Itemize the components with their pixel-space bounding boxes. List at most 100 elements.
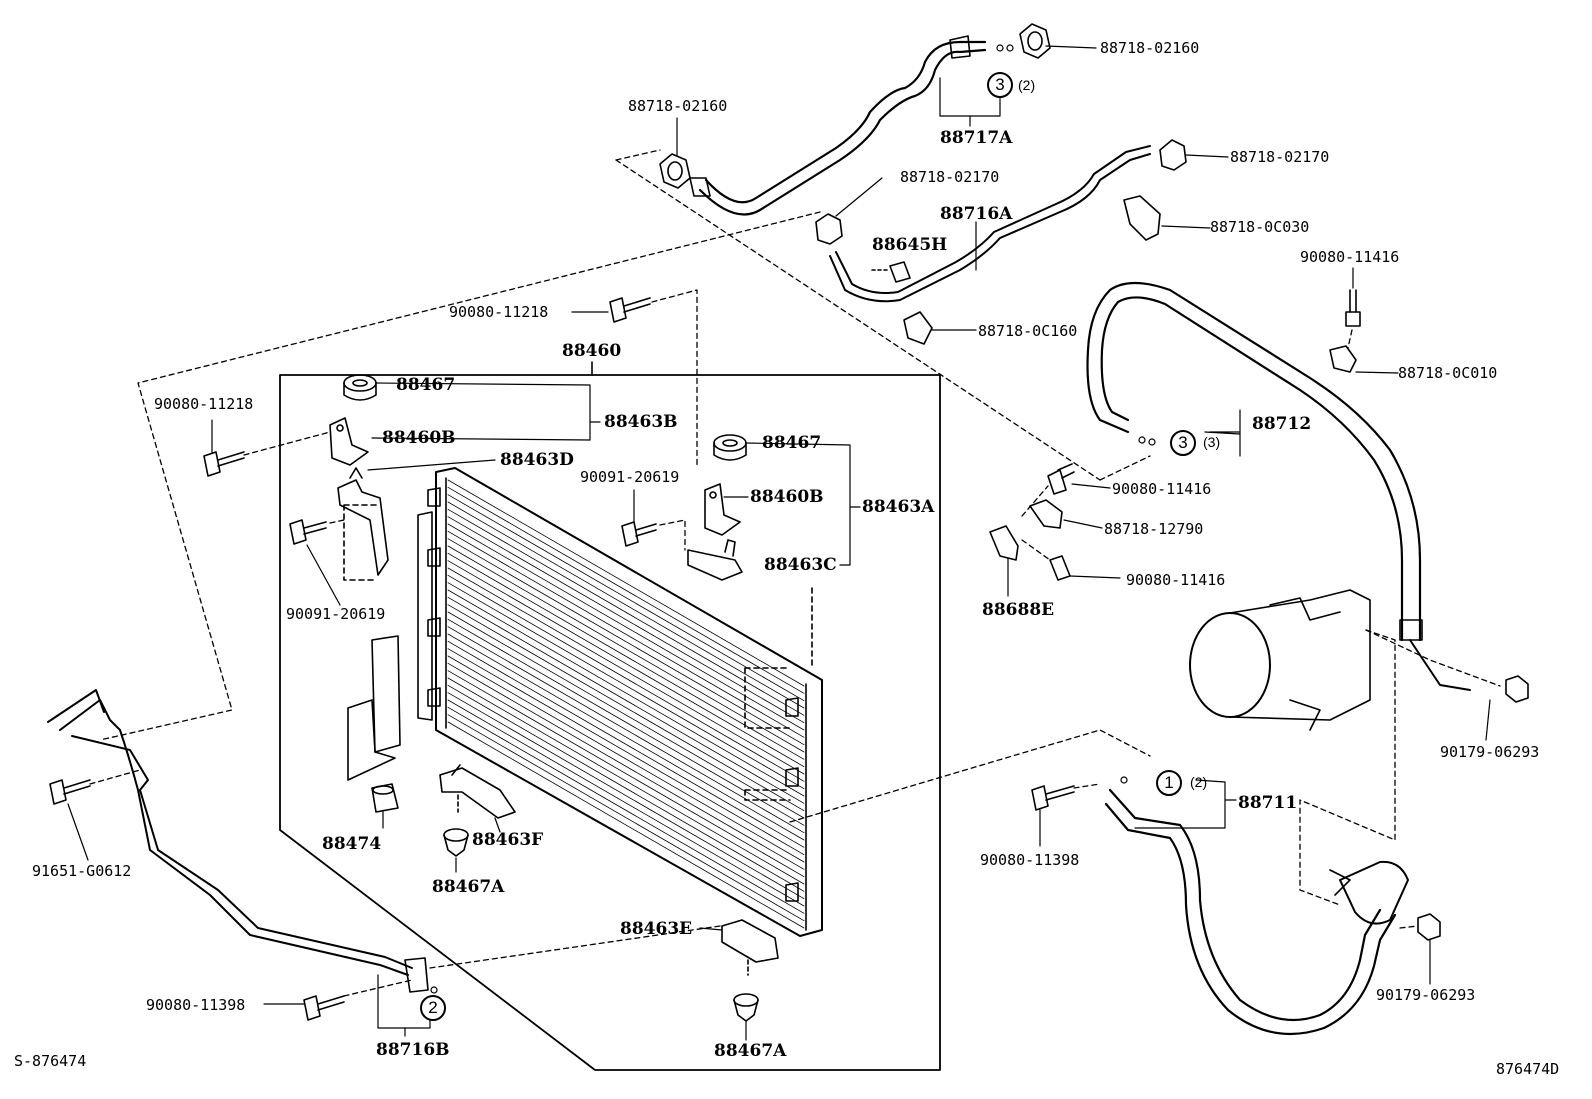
condenser-fin — [447, 670, 805, 878]
bracket-88460B-b — [704, 483, 741, 536]
part-label: 88716B — [376, 1040, 450, 1060]
hose-88717A — [689, 35, 987, 216]
part-label: 88716A — [940, 204, 1013, 224]
dash-5 — [243, 431, 331, 456]
dash-11 — [1399, 925, 1419, 929]
callout-quantity: (2) — [1018, 77, 1036, 93]
part-label: 88718-02160 — [1100, 39, 1200, 57]
condenser-fin — [447, 692, 805, 900]
dash-13 — [343, 979, 413, 997]
part-label: 88467A — [432, 877, 505, 897]
part-label: 90091-20619 — [580, 468, 680, 486]
part-label: 91651-G0612 — [32, 862, 132, 880]
grommet-88467A-bottom — [733, 993, 759, 1022]
grommet-88467A-left — [443, 828, 469, 857]
part-label: 88717A — [940, 128, 1013, 148]
clamp-88718-12790 — [1029, 499, 1063, 529]
part-label: 90080-11416 — [1112, 480, 1212, 498]
part-label: 88718-0C010 — [1398, 364, 1498, 382]
dash-15 — [89, 769, 141, 785]
condenser-fin — [447, 530, 805, 738]
rubber-mount-88467-a — [343, 374, 377, 401]
condenser-fin — [447, 582, 805, 790]
dash-6 — [659, 519, 686, 551]
condenser-fin — [447, 714, 805, 922]
part-label: 88712 — [1252, 414, 1312, 434]
bracket-88463C — [687, 539, 743, 581]
part-label: 90091-20619 — [286, 605, 386, 623]
clamp-88718-0C010 — [1329, 345, 1357, 373]
callout-quantity: (2) — [1190, 774, 1208, 790]
bolt-90080-11218-left — [203, 451, 245, 477]
dash-17 — [1021, 485, 1049, 517]
condenser-fin — [447, 633, 805, 841]
part-label: 90080-11398 — [980, 851, 1080, 869]
bracket-88688E — [989, 525, 1019, 561]
part-label: 88463F — [472, 830, 544, 850]
nut-88718-02160-left — [659, 153, 691, 189]
bolt-90080-11416-mid — [1047, 463, 1075, 495]
plug-88474 — [371, 783, 399, 813]
bolt-90080-11398-left — [303, 995, 345, 1021]
dash-10 — [1299, 629, 1396, 906]
part-label: 88718-0C160 — [978, 322, 1078, 340]
condenser-fin — [447, 494, 805, 702]
part-label: 88645H — [872, 235, 948, 255]
condenser-fin — [447, 648, 805, 856]
dash-16 — [1073, 783, 1101, 789]
hose-88711 — [1104, 788, 1397, 1036]
pipe-88716A — [829, 145, 1151, 303]
part-label: 88718-02160 — [628, 97, 728, 115]
bolt-90080-11218-top — [609, 297, 651, 323]
dash-8 — [1099, 455, 1151, 481]
dash-1 — [615, 159, 1101, 481]
nut-90179-06293-low — [1417, 913, 1441, 941]
condenser-fin — [447, 508, 805, 716]
bolt-90080-11416-low — [1049, 555, 1071, 581]
condenser-fin — [447, 677, 805, 885]
dash-right-bracket — [744, 587, 813, 729]
part-label: 88474 — [322, 834, 382, 854]
condenser-fin — [447, 545, 805, 753]
condenser-fin — [447, 574, 805, 782]
seal-88474 — [347, 635, 401, 781]
condenser-fin — [447, 721, 805, 929]
part-label: 88460B — [382, 428, 456, 448]
part-label: 88711 — [1238, 793, 1298, 813]
part-label: 88463D — [500, 450, 574, 470]
condenser-fin — [447, 501, 805, 709]
dash-19 — [1347, 329, 1353, 349]
bracket-88463D — [337, 467, 389, 576]
condenser-fin — [447, 560, 805, 768]
condenser-fin — [447, 662, 805, 870]
condenser-fin — [447, 626, 805, 834]
part-label: 88460B — [750, 487, 824, 507]
dash-right-bracket-2 — [744, 789, 791, 801]
dash-4 — [651, 289, 698, 469]
dash-9 — [1365, 629, 1501, 687]
callout-circle: 2 — [420, 995, 446, 1021]
bolt-90080-11398-right — [1031, 785, 1075, 811]
part-label: 88463A — [862, 497, 935, 517]
condenser-fin — [447, 640, 805, 848]
bracket-88463E — [721, 919, 779, 976]
condenser-fin — [447, 516, 805, 724]
condenser-fin — [447, 479, 805, 687]
condenser-fin — [447, 538, 805, 746]
dash-left-bracket — [343, 504, 377, 581]
condenser-fin — [447, 611, 805, 819]
condenser-core — [417, 467, 823, 937]
bracket-88460B-a — [329, 417, 369, 466]
footer-code: S-876474 — [14, 1052, 87, 1070]
ac-compressor — [1189, 589, 1371, 731]
condenser-fin — [447, 706, 805, 914]
receiver-dryer — [1329, 860, 1409, 925]
bolt-90091-20619-mid — [621, 521, 657, 547]
condenser-fin — [447, 655, 805, 863]
nut-88718-02160-top — [1019, 23, 1051, 59]
clamp-88718-0C160 — [903, 311, 933, 345]
condenser-fin — [447, 596, 805, 804]
part-label: 88463B — [604, 412, 678, 432]
dash-2 — [615, 149, 661, 161]
nut-90179-06293-top — [1505, 675, 1529, 703]
